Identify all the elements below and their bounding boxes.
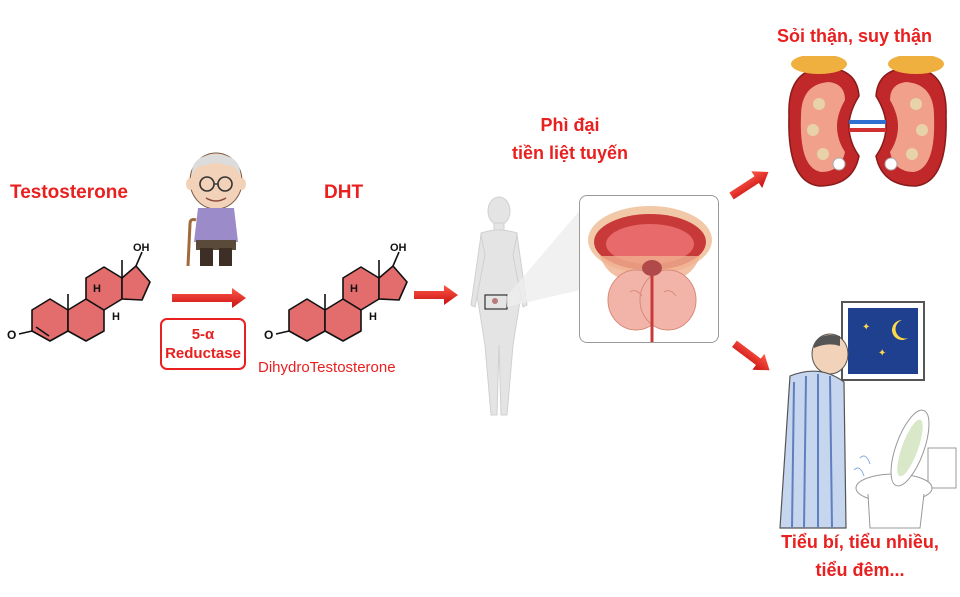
arrow-to-kidney: [729, 171, 769, 200]
prostate-label-line1: Phì đại: [540, 115, 600, 135]
ring-d: [121, 265, 151, 301]
testosterone-molecule: OH H H O: [7, 242, 151, 342]
elderly-man-icon: [186, 152, 246, 267]
urinary-label: Tiểu bí, tiểu nhiều, tiểu đêm...: [760, 528, 960, 584]
enzyme-label-line1: 5-α: [191, 326, 215, 343]
dht-label: DHT: [324, 182, 364, 203]
dht-full-name: DihydroTestosterone: [258, 359, 396, 376]
star-icon: ✦: [862, 322, 870, 333]
kidney-label: Sỏi thận, suy thận: [777, 26, 933, 46]
h-atom: H: [350, 283, 358, 295]
prostate-label-line2: tiền liệt tuyến: [511, 143, 628, 163]
urination-man-icon: ✦ ✦: [779, 301, 957, 529]
kidney-image: [779, 56, 956, 195]
prostate-label-2: tiền liệt tuyến: [490, 139, 650, 167]
h-atom: H: [93, 283, 101, 295]
ring-a: [288, 298, 326, 342]
o-atom: O: [7, 328, 16, 342]
moon-icon: [892, 320, 908, 340]
arrow-conversion: [172, 288, 246, 308]
urinary-label-line2: tiểu đêm...: [815, 560, 905, 580]
testosterone-label: Testosterone: [10, 182, 128, 203]
dht-molecule: OH H H O: [264, 242, 408, 342]
human-body-icon: [470, 196, 528, 416]
prostate-label: Phì đại: [510, 111, 630, 139]
prostate-zoom-frame: [579, 195, 719, 343]
kidney-icon: [788, 56, 947, 187]
enzyme-box: 5-α Reductase: [160, 318, 246, 370]
enzyme-label-line2: Reductase: [165, 345, 241, 362]
h-atom: H: [369, 311, 377, 323]
right-kidney: [875, 67, 947, 187]
h-atom: H: [112, 311, 120, 323]
oh-atom: OH: [390, 242, 407, 254]
prostate-icon: [588, 206, 712, 342]
left-kidney: [788, 67, 860, 187]
o-atom: O: [264, 328, 273, 342]
star-icon: ✦: [878, 348, 886, 359]
arrow-to-urination: [732, 340, 770, 371]
ring-d: [378, 265, 408, 301]
ring-a: [31, 298, 69, 342]
urinary-label-line1: Tiểu bí, tiểu nhiều,: [781, 532, 939, 552]
oh-atom: OH: [133, 242, 150, 254]
